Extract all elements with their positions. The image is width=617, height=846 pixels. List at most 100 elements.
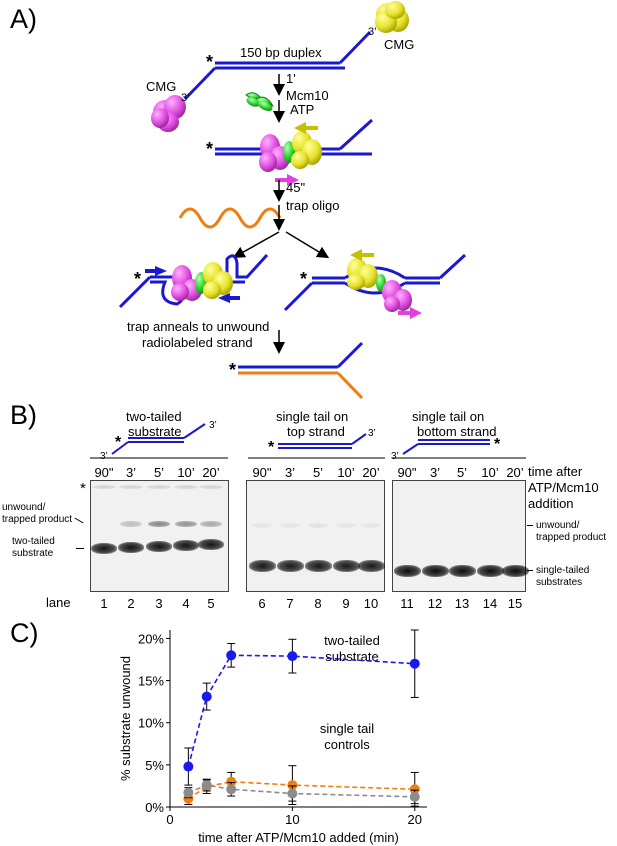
y-tick-label: 10% bbox=[138, 716, 164, 731]
trap-arrow-right-icon bbox=[218, 293, 240, 303]
three-prime-left: 3’ bbox=[181, 92, 190, 104]
right-product-label-2: trapped product bbox=[536, 532, 607, 543]
data-point bbox=[287, 788, 298, 799]
atp-label: ATP bbox=[290, 102, 315, 117]
time-point-label: 20’ bbox=[506, 465, 524, 480]
time-point-label: 5’ bbox=[312, 465, 324, 480]
lane-number: 14 bbox=[482, 596, 498, 611]
cmg-pair-left-icon bbox=[171, 262, 233, 301]
product-band bbox=[175, 521, 197, 527]
lane-number: 7 bbox=[286, 596, 294, 611]
data-point bbox=[409, 791, 420, 802]
lane-number: 1 bbox=[100, 596, 108, 611]
panel-a-letter: A) bbox=[10, 4, 37, 34]
data-point bbox=[183, 761, 194, 772]
g2-3prime: 3’ bbox=[368, 428, 376, 439]
annotation-two-tailed: two-tailed bbox=[324, 633, 380, 648]
substrate-band bbox=[198, 539, 224, 551]
trap-text-2: radiolabeled strand bbox=[142, 335, 253, 350]
right-substrate-label-2: substrates bbox=[536, 577, 583, 588]
y-tick-label: 5% bbox=[145, 758, 164, 773]
time-point-label: 5’ bbox=[153, 465, 165, 480]
cmg-pair-icon bbox=[259, 131, 322, 172]
data-point bbox=[409, 784, 420, 795]
product-band bbox=[148, 521, 170, 527]
well-star: * bbox=[80, 480, 86, 497]
data-point bbox=[183, 787, 194, 798]
star-marker-5: * bbox=[229, 360, 237, 380]
group-1-title-line1: two-tailed bbox=[126, 409, 182, 424]
lane-number: 15 bbox=[507, 596, 523, 611]
arrow-right-magenta-2-icon bbox=[398, 307, 422, 319]
substrate-band bbox=[91, 542, 117, 554]
time-point-label: 20’ bbox=[202, 465, 220, 480]
time-point-label: 90" bbox=[252, 465, 272, 480]
three-prime-right: 3’ bbox=[368, 26, 377, 38]
y-tick-label: 15% bbox=[138, 674, 164, 689]
substrate-band bbox=[276, 560, 304, 572]
right-substrate-label-1: single-tailed bbox=[536, 565, 590, 576]
arrow-branch-left bbox=[232, 231, 280, 258]
time-axis-label-1: time after bbox=[528, 464, 583, 479]
product-band bbox=[200, 521, 222, 527]
well-band bbox=[119, 485, 143, 489]
substrate-band bbox=[304, 560, 332, 572]
substrate-band bbox=[173, 540, 199, 552]
left-product-tick bbox=[74, 517, 84, 524]
substrate-band bbox=[393, 565, 421, 577]
panel-a-diagram bbox=[118, 1, 467, 400]
data-point bbox=[226, 650, 237, 661]
x-tick-label: 10 bbox=[285, 812, 299, 827]
lane-number: 2 bbox=[127, 596, 135, 611]
g3-star: * bbox=[494, 436, 501, 453]
lane-number: 3 bbox=[155, 596, 163, 611]
right-product-label-1: unwound/ bbox=[536, 520, 580, 531]
arrow-right-magenta-icon bbox=[275, 174, 299, 186]
trap-oligo-icon bbox=[178, 207, 282, 229]
x-tick-label: 20 bbox=[408, 812, 422, 827]
arrow-left-yellow-icon bbox=[294, 122, 318, 134]
well-band bbox=[92, 485, 116, 489]
left-substrate-label-1: two-tailed bbox=[12, 536, 55, 547]
lane-number: 13 bbox=[454, 596, 470, 611]
substrate-band bbox=[118, 541, 144, 553]
substrate-diagrams bbox=[90, 423, 526, 459]
left-product-label-1: unwound/ bbox=[2, 502, 46, 513]
product-band bbox=[120, 521, 142, 527]
group-3-title-line2: bottom strand bbox=[417, 424, 497, 439]
x-axis-label: time after ATP/Mcm10 added (min) bbox=[198, 830, 399, 845]
series-line bbox=[187, 654, 415, 767]
mcm10-label: Mcm10 bbox=[286, 88, 329, 103]
annotation-controls: single tail bbox=[320, 721, 374, 736]
lane-number: 5 bbox=[207, 596, 215, 611]
time-45s: 45" bbox=[286, 180, 306, 195]
g1-3prime-top: 3’ bbox=[209, 420, 217, 431]
panel-c-letter: C) bbox=[10, 618, 39, 648]
lane-number: 12 bbox=[427, 596, 443, 611]
left-substrate-tick bbox=[76, 548, 84, 549]
g1-3prime-bottom: 3’ bbox=[100, 451, 108, 462]
product-band-faint bbox=[361, 522, 381, 528]
data-point bbox=[226, 784, 237, 795]
lane-number: 9 bbox=[342, 596, 350, 611]
data-point bbox=[226, 776, 237, 787]
x-tick-label: 0 bbox=[166, 812, 173, 827]
lane-number: 10 bbox=[363, 596, 379, 611]
cmg-yellow-icon bbox=[375, 1, 409, 33]
y-tick-label: 0% bbox=[145, 800, 164, 815]
time-point-label: 3’ bbox=[125, 465, 137, 480]
time-point-label: 5’ bbox=[456, 465, 468, 480]
arrow-branch-right bbox=[285, 231, 330, 259]
lane-number: 4 bbox=[182, 596, 190, 611]
left-product-label-2: trapped product bbox=[2, 514, 73, 525]
cmg-label-left: CMG bbox=[146, 79, 177, 94]
duplex-top bbox=[183, 30, 372, 101]
data-point bbox=[287, 780, 298, 791]
substrate-band bbox=[421, 565, 449, 577]
data-point bbox=[201, 691, 212, 702]
well-band bbox=[147, 485, 171, 489]
gel-1 bbox=[90, 480, 229, 592]
left-substrate-label-2: substrate bbox=[12, 548, 54, 559]
y-axis-label: % substrate unwound bbox=[118, 656, 133, 781]
